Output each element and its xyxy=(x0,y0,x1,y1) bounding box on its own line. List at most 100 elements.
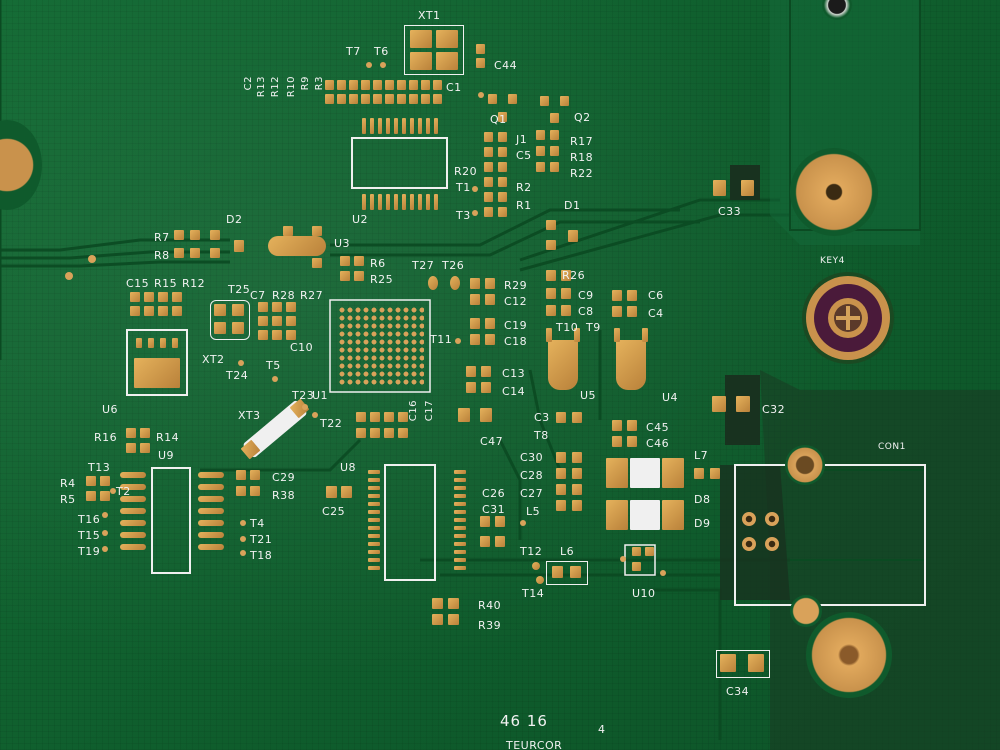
label-t12: T12 xyxy=(520,545,543,558)
label-t1: T1 xyxy=(456,181,471,194)
via xyxy=(102,546,108,552)
label-d1: D1 xyxy=(564,199,581,212)
u3-body xyxy=(268,236,326,256)
u10-pad xyxy=(632,547,641,556)
con1-pin xyxy=(765,512,779,526)
c25-pad xyxy=(326,486,337,498)
label-q2: Q2 xyxy=(574,111,591,124)
u6-pad xyxy=(136,338,142,348)
label-c16: C16 xyxy=(408,400,419,422)
label-r28: R28 xyxy=(272,289,296,302)
label-c28: C28 xyxy=(520,469,544,482)
via xyxy=(455,338,461,344)
u5-pin xyxy=(546,328,552,342)
label-c6: C6 xyxy=(648,289,664,302)
u4-body xyxy=(616,340,646,390)
t14-pad xyxy=(536,576,544,584)
q1-pad xyxy=(498,112,507,122)
via xyxy=(272,376,278,382)
label-c4: C4 xyxy=(648,307,664,320)
via xyxy=(472,186,478,192)
c33-pad xyxy=(713,180,726,196)
u6-pad xyxy=(134,358,180,388)
label-t10: T10 xyxy=(556,321,579,334)
via xyxy=(478,92,484,98)
t12-pad xyxy=(532,562,540,570)
q2-pad xyxy=(550,113,559,123)
label-r9: R9 xyxy=(300,76,311,91)
label-t3: T3 xyxy=(456,209,471,222)
q1-pad xyxy=(488,94,497,104)
r6-pad xyxy=(340,256,350,266)
label-t13: T13 xyxy=(88,461,111,474)
passive-column-1 xyxy=(484,132,514,217)
label-c45: C45 xyxy=(646,421,670,434)
u4-pin xyxy=(642,328,648,342)
label-c5: C5 xyxy=(516,149,532,162)
label-r16: R16 xyxy=(94,431,118,444)
label-c18: C18 xyxy=(504,335,528,348)
via xyxy=(240,536,246,542)
c47-pad xyxy=(480,408,492,422)
u1-bga xyxy=(338,306,424,386)
label-c10: C10 xyxy=(290,341,314,354)
via xyxy=(366,62,372,68)
u8-pins xyxy=(368,470,468,580)
bottom-mark: 4 xyxy=(598,723,606,736)
label-c19: C19 xyxy=(504,319,528,332)
label-r3: R3 xyxy=(314,76,325,91)
via xyxy=(660,570,666,576)
label-t8: T8 xyxy=(534,429,549,442)
u2-pins xyxy=(362,118,442,213)
bottom-code: 46 16 xyxy=(500,712,548,730)
label-d9: D9 xyxy=(694,517,711,530)
label-c2: C2 xyxy=(243,76,254,91)
d2-pad xyxy=(234,240,244,252)
d8-pad xyxy=(662,458,684,488)
label-r17: R17 xyxy=(570,135,594,148)
xt2-pad xyxy=(232,304,244,316)
label-l5: L5 xyxy=(526,505,541,518)
d8-body xyxy=(630,458,660,488)
passive-grid-c45 xyxy=(612,420,642,450)
label-c14: C14 xyxy=(502,385,526,398)
label-c13: C13 xyxy=(502,367,526,380)
via xyxy=(472,210,478,216)
via xyxy=(240,520,246,526)
l7-pad xyxy=(694,468,704,479)
c44-pad xyxy=(476,58,485,68)
passive-grid-r40 xyxy=(432,598,462,628)
label-r20: R20 xyxy=(454,165,478,178)
resistor-array xyxy=(325,80,445,110)
label-con1: CON1 xyxy=(878,442,906,452)
xt2-pad xyxy=(214,322,226,334)
label-c44: C44 xyxy=(494,59,518,72)
label-c27: C27 xyxy=(520,487,544,500)
label-c31: C31 xyxy=(482,503,506,516)
u5-pin xyxy=(574,328,580,342)
r7-pad xyxy=(190,230,200,240)
label-l7: L7 xyxy=(694,449,709,462)
label-t23: T23 xyxy=(292,389,315,402)
d9-body xyxy=(630,500,660,530)
label-c8: C8 xyxy=(578,305,594,318)
passive-column-2 xyxy=(536,130,566,180)
label-r38: R38 xyxy=(272,489,296,502)
label-r5: R5 xyxy=(60,493,76,506)
u10-pad xyxy=(632,562,641,571)
label-c12: C12 xyxy=(504,295,528,308)
label-t4: T4 xyxy=(250,517,265,530)
label-r22: R22 xyxy=(570,167,594,180)
u4-pin xyxy=(614,328,620,342)
l7-pad xyxy=(710,468,720,479)
passive-grid-c13 xyxy=(466,366,496,396)
label-u6: U6 xyxy=(102,403,119,416)
d2-pad xyxy=(210,248,220,258)
label-t26: T26 xyxy=(442,259,465,272)
corner-hole xyxy=(822,0,852,20)
label-t24: T24 xyxy=(226,369,249,382)
c32-pad xyxy=(712,396,726,412)
label-r7: R7 xyxy=(154,231,170,244)
passive-grid-c7 xyxy=(258,302,308,342)
